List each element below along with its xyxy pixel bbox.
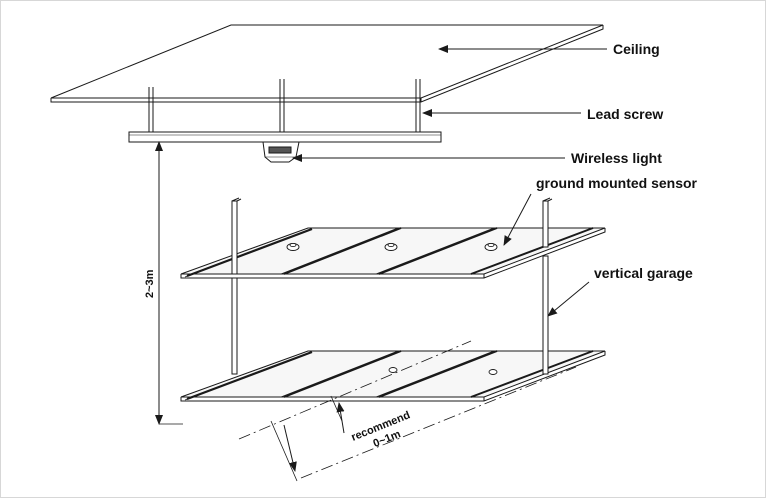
lower-platform (180, 350, 606, 402)
recommend-label: recommend 0~1m (350, 409, 412, 450)
ceiling-plane (50, 24, 604, 103)
upper-platform (180, 227, 606, 279)
leader-arrows (292, 45, 607, 317)
lead-screws (148, 79, 421, 132)
height-dimension (155, 141, 183, 425)
lead-screw-label: Lead screw (587, 106, 663, 122)
wireless-light-label: Wireless light (571, 150, 662, 166)
upper-sensors (286, 242, 498, 251)
lower-sensors (388, 367, 498, 375)
height-range-label: 2~3m (144, 269, 156, 298)
garage-posts (231, 197, 553, 375)
vertical-garage-label: vertical garage (594, 265, 693, 281)
ceiling-label: Ceiling (613, 41, 660, 57)
wireless-light-fixture (262, 141, 300, 163)
mounting-bar (128, 131, 442, 143)
ground-sensor-label: ground mounted sensor (536, 175, 698, 191)
recommend-dimension (238, 340, 577, 482)
